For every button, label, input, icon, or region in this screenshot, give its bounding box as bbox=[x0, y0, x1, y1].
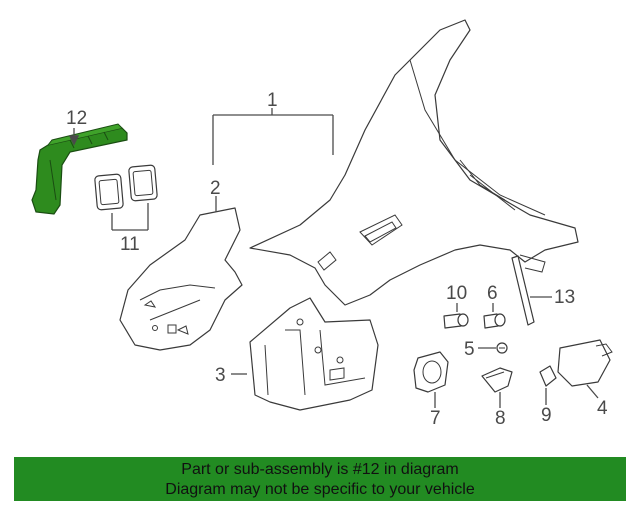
callout-5: 5 bbox=[464, 339, 475, 360]
parts-diagram: 12 1 2 11 3 10 6 13 5 7 8 9 4 bbox=[31, 19, 613, 429]
callout-7: 7 bbox=[430, 408, 441, 429]
part-8-hinge[interactable] bbox=[481, 367, 513, 393]
callout-8: 8 bbox=[495, 408, 506, 429]
part-11-seals[interactable] bbox=[94, 164, 158, 211]
callout-2: 2 bbox=[210, 178, 221, 199]
callout-4: 4 bbox=[597, 398, 608, 419]
callout-9: 9 bbox=[541, 405, 552, 426]
part-5-screw[interactable] bbox=[496, 342, 508, 354]
callout-12: 12 bbox=[66, 108, 87, 129]
part-3-wheelhouse[interactable] bbox=[249, 297, 379, 411]
banner-line-2: Diagram may not be specific to your vehi… bbox=[165, 481, 475, 498]
callout-6: 6 bbox=[487, 283, 498, 304]
part-6-bolt[interactable] bbox=[483, 313, 506, 329]
callout-labels: 12 1 2 11 3 10 6 13 5 7 8 9 4 bbox=[66, 90, 608, 429]
part-10-bolt[interactable] bbox=[443, 313, 469, 329]
part-13-molding[interactable] bbox=[511, 255, 535, 326]
part-2-inner-panel[interactable] bbox=[119, 207, 243, 351]
part-9-latch[interactable] bbox=[539, 365, 557, 387]
info-banner: Part or sub-assembly is #12 in diagram D… bbox=[14, 457, 626, 501]
banner-line-1: Part or sub-assembly is #12 in diagram bbox=[181, 461, 459, 478]
part-1-quarter-panel[interactable] bbox=[249, 19, 579, 306]
callout-13: 13 bbox=[554, 287, 575, 308]
part-7-housing[interactable] bbox=[413, 351, 449, 393]
callout-11: 11 bbox=[120, 234, 140, 255]
leader-lines bbox=[68, 108, 599, 408]
part-4-fuel-door[interactable] bbox=[557, 339, 613, 387]
callout-10: 10 bbox=[446, 283, 467, 304]
callout-3: 3 bbox=[215, 365, 226, 386]
callout-1: 1 bbox=[267, 90, 278, 111]
